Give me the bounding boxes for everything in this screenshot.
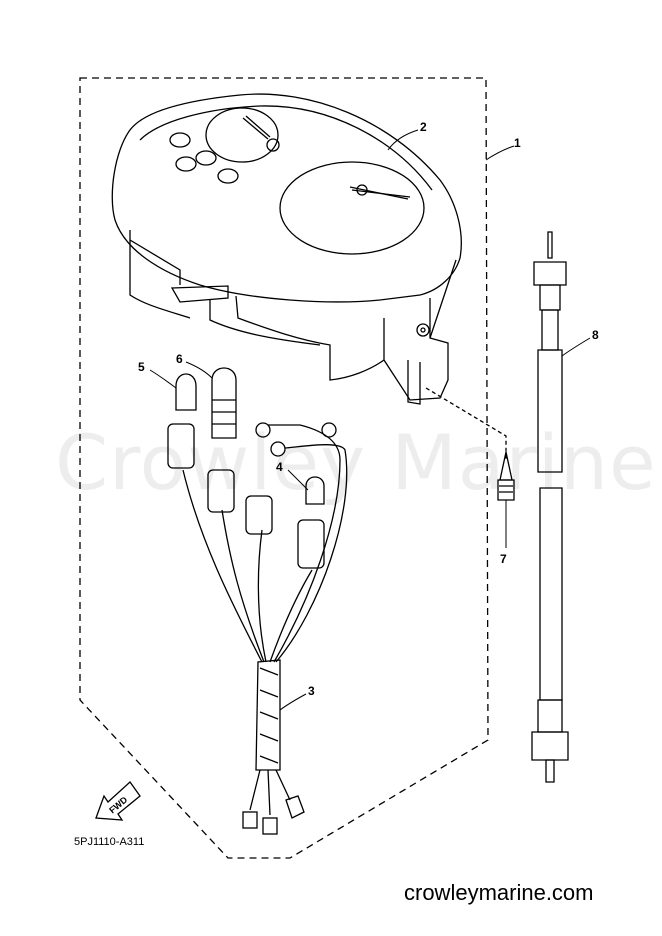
callout-5: 5 — [138, 360, 145, 374]
watermark: Crowley Marine — [55, 418, 657, 507]
site-footer: crowleymarine.com — [404, 880, 594, 905]
callout-leaders — [149, 129, 591, 711]
bulb-small — [305, 476, 325, 505]
bulb-socket — [211, 367, 237, 439]
callout-6: 6 — [176, 352, 183, 366]
wire-harness — [167, 422, 348, 835]
diagram-code: 5PJ1110-A311 — [74, 836, 145, 848]
callout-1: 1 — [514, 136, 521, 150]
assembly-boundary — [79, 77, 489, 859]
fwd-arrow-icon — [95, 781, 141, 821]
screw — [497, 451, 515, 501]
bulb — [175, 373, 197, 411]
callout-8: 8 — [592, 328, 599, 342]
callout-3: 3 — [308, 684, 315, 698]
meter-housing — [111, 93, 462, 405]
callout-2: 2 — [420, 120, 427, 134]
callout-4: 4 — [276, 460, 283, 474]
meter-cable — [531, 231, 569, 783]
screw-leader — [425, 387, 507, 460]
callout-7: 7 — [500, 552, 507, 566]
